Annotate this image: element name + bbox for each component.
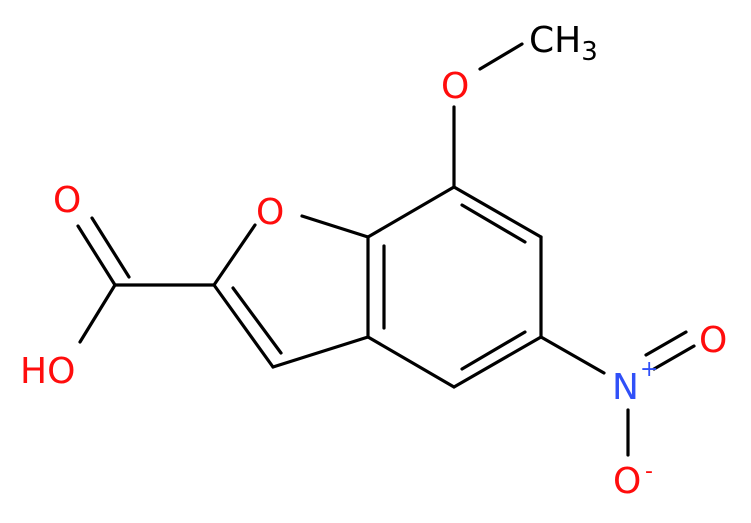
bond-o-ch3 bbox=[478, 42, 524, 71]
nitro-oxygen-double-label: O bbox=[699, 320, 727, 361]
bond-n-o-double-b bbox=[644, 330, 688, 357]
bond-c7a-o1 bbox=[300, 214, 370, 239]
bond-c-oh bbox=[78, 283, 117, 344]
ether-oxygen-label: O bbox=[441, 66, 469, 107]
bond-c5-c4 bbox=[452, 335, 543, 389]
carbonyl-oxygen-label: O bbox=[53, 180, 81, 221]
bond-c7a-c7 bbox=[366, 185, 456, 239]
nitro-oxygen-single-label: O bbox=[613, 461, 641, 502]
bond-n-o-double-a bbox=[652, 344, 696, 371]
bond-o1-c2 bbox=[212, 223, 257, 287]
bond-c2-c3-inner bbox=[231, 286, 283, 355]
methyl-label: CH3 bbox=[529, 20, 598, 67]
bond-c4-c3a bbox=[366, 335, 456, 389]
bond-c-o-double-a bbox=[76, 224, 117, 287]
bond-c5-n bbox=[539, 335, 606, 375]
bond-c5-c4-inner bbox=[460, 330, 527, 371]
bond-c2-c3 bbox=[212, 283, 275, 369]
nitro-oxygen-charge: - bbox=[645, 459, 653, 484]
ring-oxygen-label: O bbox=[256, 192, 284, 233]
bond-c7-c6 bbox=[452, 185, 543, 239]
nitro-nitrogen-charge: + bbox=[640, 357, 658, 382]
hydroxyl-label: HO bbox=[20, 351, 75, 392]
bond-c3-c3a bbox=[271, 335, 370, 369]
bond-c-o-double-b bbox=[90, 216, 131, 279]
bond-c6-c6-inner bbox=[460, 203, 527, 244]
nitro-nitrogen-label: N bbox=[612, 367, 639, 408]
